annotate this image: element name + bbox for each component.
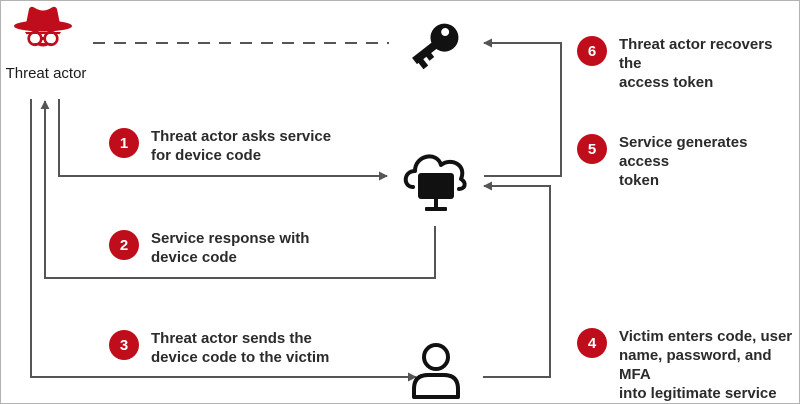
step-line: device code	[151, 249, 237, 266]
threat-actor-label: Threat actor	[5, 65, 87, 82]
step-line: device code to the victim	[151, 349, 330, 366]
arrow-step-1	[58, 99, 388, 181]
step-number-badge: 6	[577, 36, 607, 66]
arrow-step-4	[483, 181, 551, 378]
step-line: Service generates access	[619, 134, 748, 170]
step-number-badge: 2	[109, 230, 139, 260]
step-line: for device code	[151, 147, 262, 164]
step-description: Service generates access token	[619, 133, 799, 190]
arrow-step-2	[40, 100, 436, 279]
step-line: token	[619, 172, 660, 189]
key-icon	[412, 23, 459, 70]
step-description: Threat actor sends the device code to th…	[151, 329, 329, 367]
step-line: Victim enters code, user	[619, 328, 793, 345]
step-3: 3 Threat actor sends the device code to …	[109, 329, 329, 367]
step-description: Threat actor recovers the access token	[619, 35, 799, 92]
step-4: 4 Victim enters code, user name, passwor…	[577, 327, 799, 403]
step-1: 1 Threat actor asks service for device c…	[109, 127, 331, 165]
arrow-step-3	[30, 99, 417, 382]
user-icon	[412, 343, 460, 399]
step-5: 5 Service generates access token	[577, 133, 799, 190]
step-description: Victim enters code, user name, password,…	[619, 327, 799, 403]
step-line: Service response with	[151, 230, 310, 247]
hacker-icon	[14, 6, 72, 47]
cloud-computer-icon	[403, 154, 467, 211]
step-number-badge: 1	[109, 128, 139, 158]
step-line: into legitimate service	[619, 385, 777, 402]
step-6: 6 Threat actor recovers the access token	[577, 35, 799, 92]
step-description: Service response with device code	[151, 229, 309, 267]
step-line: name, password, and MFA	[619, 347, 772, 383]
step-number-badge: 4	[577, 328, 607, 358]
arrow-step-5-6	[483, 38, 562, 177]
step-number-badge: 5	[577, 134, 607, 164]
step-line: Threat actor recovers the	[619, 36, 773, 72]
step-line: Threat actor asks service	[151, 128, 332, 145]
step-number-badge: 3	[109, 330, 139, 360]
step-description: Threat actor asks service for device cod…	[151, 127, 331, 165]
step-2: 2 Service response with device code	[109, 229, 309, 267]
step-line: access token	[619, 74, 714, 91]
step-line: Threat actor sends the	[151, 330, 312, 347]
